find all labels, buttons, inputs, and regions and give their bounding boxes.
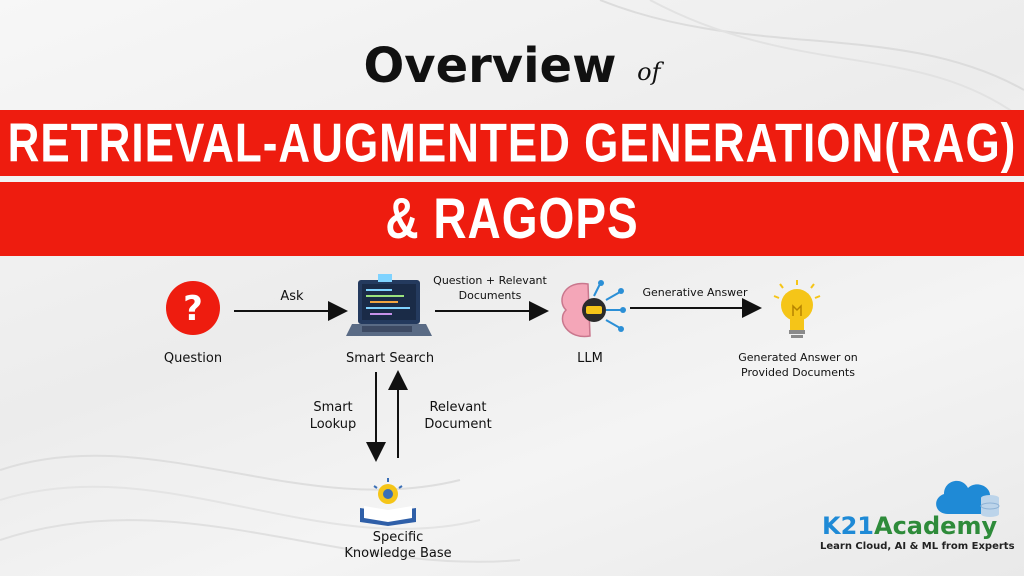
edge-label-generative-answer: Generative Answer bbox=[642, 286, 748, 299]
brand-name-suffix: Academy bbox=[874, 512, 998, 540]
edge-label-question-docs: Question + Relevant Documents bbox=[433, 274, 547, 302]
node-label-llm: LLM bbox=[577, 351, 603, 366]
laptop-code-icon bbox=[346, 274, 432, 336]
svg-text:?: ? bbox=[183, 289, 203, 329]
brand-logo-text: K21Academy bbox=[822, 512, 997, 540]
cloud-database-logo-icon bbox=[936, 480, 1000, 517]
llm-brain-icon bbox=[561, 280, 626, 338]
knowledge-base-book-icon bbox=[360, 478, 416, 526]
edge-label-relevant-document: Relevant Document bbox=[424, 400, 492, 432]
title-band-ragops-text: & RAGOPS bbox=[385, 185, 639, 251]
node-label-smart-search: Smart Search bbox=[345, 351, 435, 366]
lightbulb-icon bbox=[773, 280, 821, 338]
node-label-knowledge-base: Specific Knowledge Base bbox=[344, 530, 452, 561]
title-overview-word: Overview bbox=[363, 38, 617, 94]
title-band-ragops: & RAGOPS bbox=[0, 182, 1024, 256]
question-icon: ? bbox=[166, 281, 220, 335]
title-overview: Overview of bbox=[0, 38, 1024, 94]
edge-label-smart-lookup: Smart Lookup bbox=[309, 400, 357, 432]
brand-name: K21Academy bbox=[822, 512, 997, 540]
title-band-rag-text: RETRIEVAL-AUGMENTED GENERATION(RAG) bbox=[7, 112, 1017, 174]
brand-name-prefix: K21 bbox=[822, 512, 874, 540]
brand-tagline: Learn Cloud, AI & ML from Experts bbox=[820, 541, 1015, 552]
edge-label-ask: Ask bbox=[280, 289, 304, 304]
title-band-rag: RETRIEVAL-AUGMENTED GENERATION(RAG) bbox=[0, 110, 1024, 176]
node-label-generated-answer: Generated Answer on Provided Documents bbox=[738, 351, 858, 379]
title-of-word: of bbox=[637, 58, 661, 86]
node-label-question: Question bbox=[163, 351, 223, 366]
